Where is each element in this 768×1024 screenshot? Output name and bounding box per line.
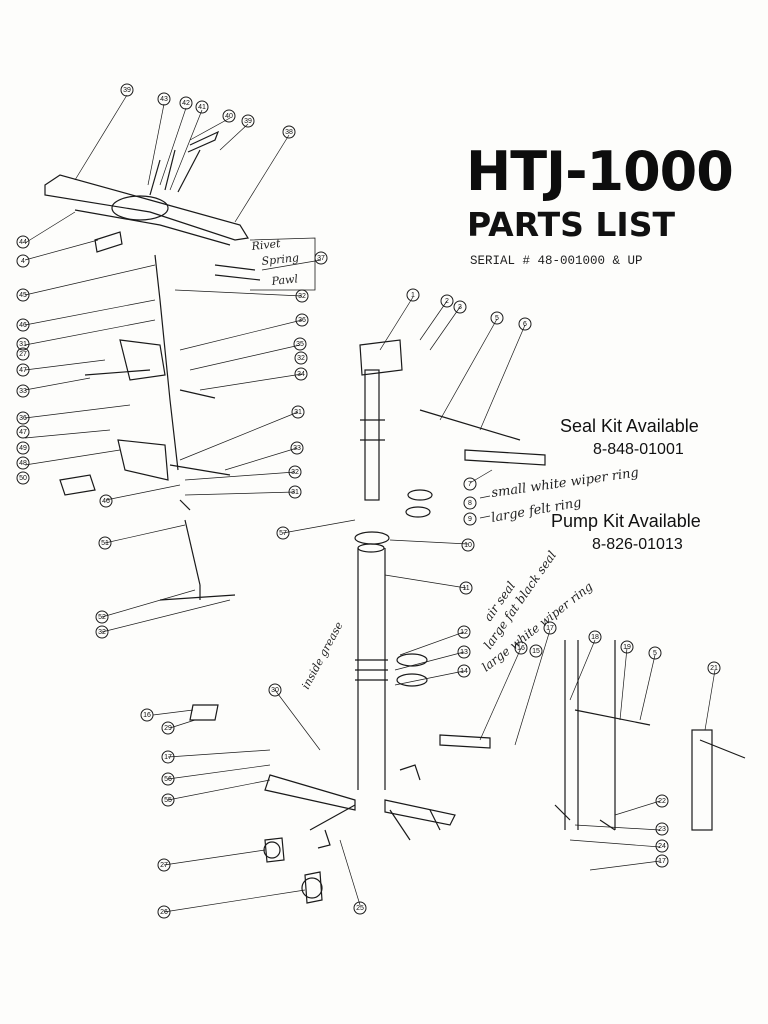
callout-label: 57	[279, 530, 287, 537]
callout-label: 32	[298, 293, 306, 300]
callout-label: 29	[164, 725, 172, 732]
callout-label: 37	[317, 255, 325, 262]
callout-label: 26	[160, 909, 168, 916]
document-title: HTJ-1000	[466, 140, 734, 203]
callout-label: 39	[244, 118, 252, 125]
callout-label: 44	[19, 239, 27, 246]
handwritten-notes: Rivet Spring Pawl small white wiper ring…	[250, 237, 640, 691]
callout-label: 50	[19, 475, 27, 482]
callout-label: 2	[445, 298, 449, 305]
callout-label: 17	[546, 625, 554, 632]
callout-label: 36	[298, 317, 306, 324]
callout-label: 40	[225, 113, 233, 120]
callout-label: 49	[19, 445, 27, 452]
callout-label: 31	[294, 409, 302, 416]
callout-label: 32	[291, 469, 299, 476]
saddle-assembly	[44, 130, 261, 281]
callout-label: 7	[468, 481, 472, 488]
callout-label: 30	[271, 687, 279, 694]
callout-label: 31	[291, 489, 299, 496]
note-inside-grease: inside grease	[299, 619, 346, 691]
pump-column	[354, 339, 546, 790]
seal-kit-number: 8-848-01001	[593, 441, 684, 458]
callout-label: 25	[356, 905, 364, 912]
callout-label: 17	[164, 754, 172, 761]
callout-label: 33	[293, 445, 301, 452]
callout-label: 47	[19, 367, 27, 374]
callout-label: 23	[658, 826, 666, 833]
callout-label: 52	[98, 614, 106, 621]
callout-numbers: 39 43 42 41 40 39 38 44 4 37 45 32 46 36…	[19, 87, 718, 916]
callout-label: 36	[19, 415, 27, 422]
linkage-assembly	[59, 254, 236, 601]
callout-label: 11	[462, 585, 469, 592]
callout-label: 51	[101, 540, 109, 547]
note-small-white-wiper: small white wiper ring	[490, 465, 639, 501]
callout-label: 45	[19, 292, 27, 299]
callout-label: 32	[297, 355, 305, 362]
callout-label: 22	[658, 798, 666, 805]
callout-label: 4	[21, 258, 25, 265]
callout-label: 5	[495, 315, 499, 322]
callout-label: 39	[123, 87, 131, 94]
callout-label: 1	[411, 292, 415, 299]
callout-label: 47	[19, 429, 27, 436]
callout-label: 46	[19, 322, 27, 329]
callout-label: 42	[182, 100, 190, 107]
callout-label: 27	[160, 862, 168, 869]
callout-label: 8	[468, 500, 472, 507]
callout-label: 46	[102, 498, 110, 505]
callout-label: 21	[710, 665, 718, 672]
callout-label: 32	[98, 629, 106, 636]
handle-assembly	[189, 640, 746, 831]
callout-label: 17	[658, 858, 666, 865]
callout-label: 43	[160, 96, 168, 103]
pump-kit-label: Pump Kit Available	[551, 511, 701, 531]
callout-label: 27	[19, 351, 27, 358]
document-subtitle: PARTS LIST	[467, 205, 675, 244]
note-pawl: Pawl	[270, 272, 299, 288]
callout-label: 5	[653, 650, 657, 657]
callout-label: 14	[460, 668, 468, 675]
callout-label: 16	[517, 645, 525, 652]
callout-label: 3	[458, 304, 462, 311]
callout-label: 24	[658, 843, 666, 850]
leader-lines	[24, 94, 716, 913]
callout-label: 35	[296, 341, 304, 348]
note-spring: Spring	[261, 251, 300, 268]
callout-circles	[16, 83, 721, 919]
callout-label: 34	[297, 371, 305, 378]
callout-label: 16	[143, 712, 151, 719]
callout-label: 18	[591, 634, 599, 641]
base-frame	[263, 764, 456, 904]
callout-label: 9	[468, 516, 472, 523]
pump-kit-number: 8-826-01013	[592, 536, 683, 553]
callout-label: 13	[460, 649, 468, 656]
callout-label: 31	[19, 341, 27, 348]
serial-range: SERIAL # 48-001000 & UP	[470, 254, 643, 268]
callout-label: 41	[198, 104, 206, 111]
callout-label: 48	[19, 460, 27, 467]
callout-label: 10	[464, 542, 472, 549]
callout-label: 6	[523, 321, 527, 328]
callout-label: 15	[532, 648, 540, 655]
seal-kit-label: Seal Kit Available	[560, 416, 699, 436]
callout-label: 55	[164, 797, 172, 804]
note-rivet: Rivet	[250, 237, 282, 253]
callout-label: 56	[164, 776, 172, 783]
callout-label: 19	[623, 644, 631, 651]
callout-label: 33	[19, 388, 27, 395]
callout-label: 38	[285, 129, 293, 136]
callout-label: 12	[460, 629, 468, 636]
